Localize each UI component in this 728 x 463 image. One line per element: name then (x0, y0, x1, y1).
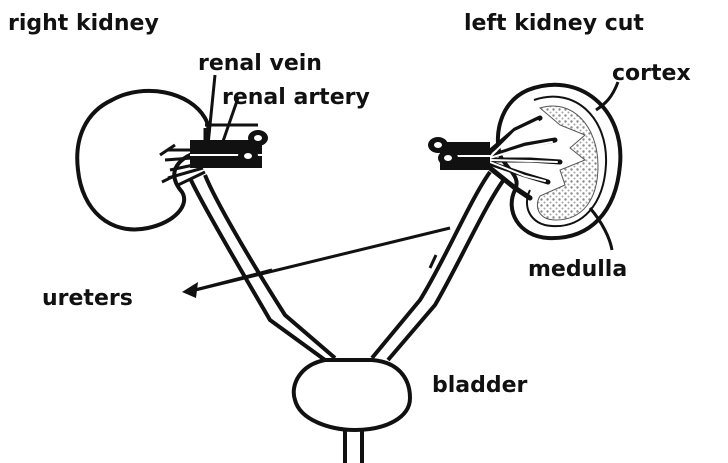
label-cortex: cortex (612, 61, 691, 86)
left-kidney-cut (428, 85, 620, 238)
label-medulla: medulla (528, 257, 627, 282)
ureters (190, 172, 505, 360)
label-ureters: ureters (42, 286, 133, 311)
ureters-leader-lower (195, 270, 272, 290)
ureters-arrowhead (182, 282, 198, 298)
bladder (294, 360, 410, 463)
renal-vein-leader (208, 75, 215, 145)
label-renal-artery: renal artery (222, 85, 370, 110)
label-bladder: bladder (432, 373, 528, 398)
ureter-tick (430, 255, 436, 268)
label-renal-vein: renal vein (198, 51, 322, 76)
label-right-kidney: right kidney (8, 11, 159, 36)
label-left-kidney-cut: left kidney cut (464, 11, 644, 36)
